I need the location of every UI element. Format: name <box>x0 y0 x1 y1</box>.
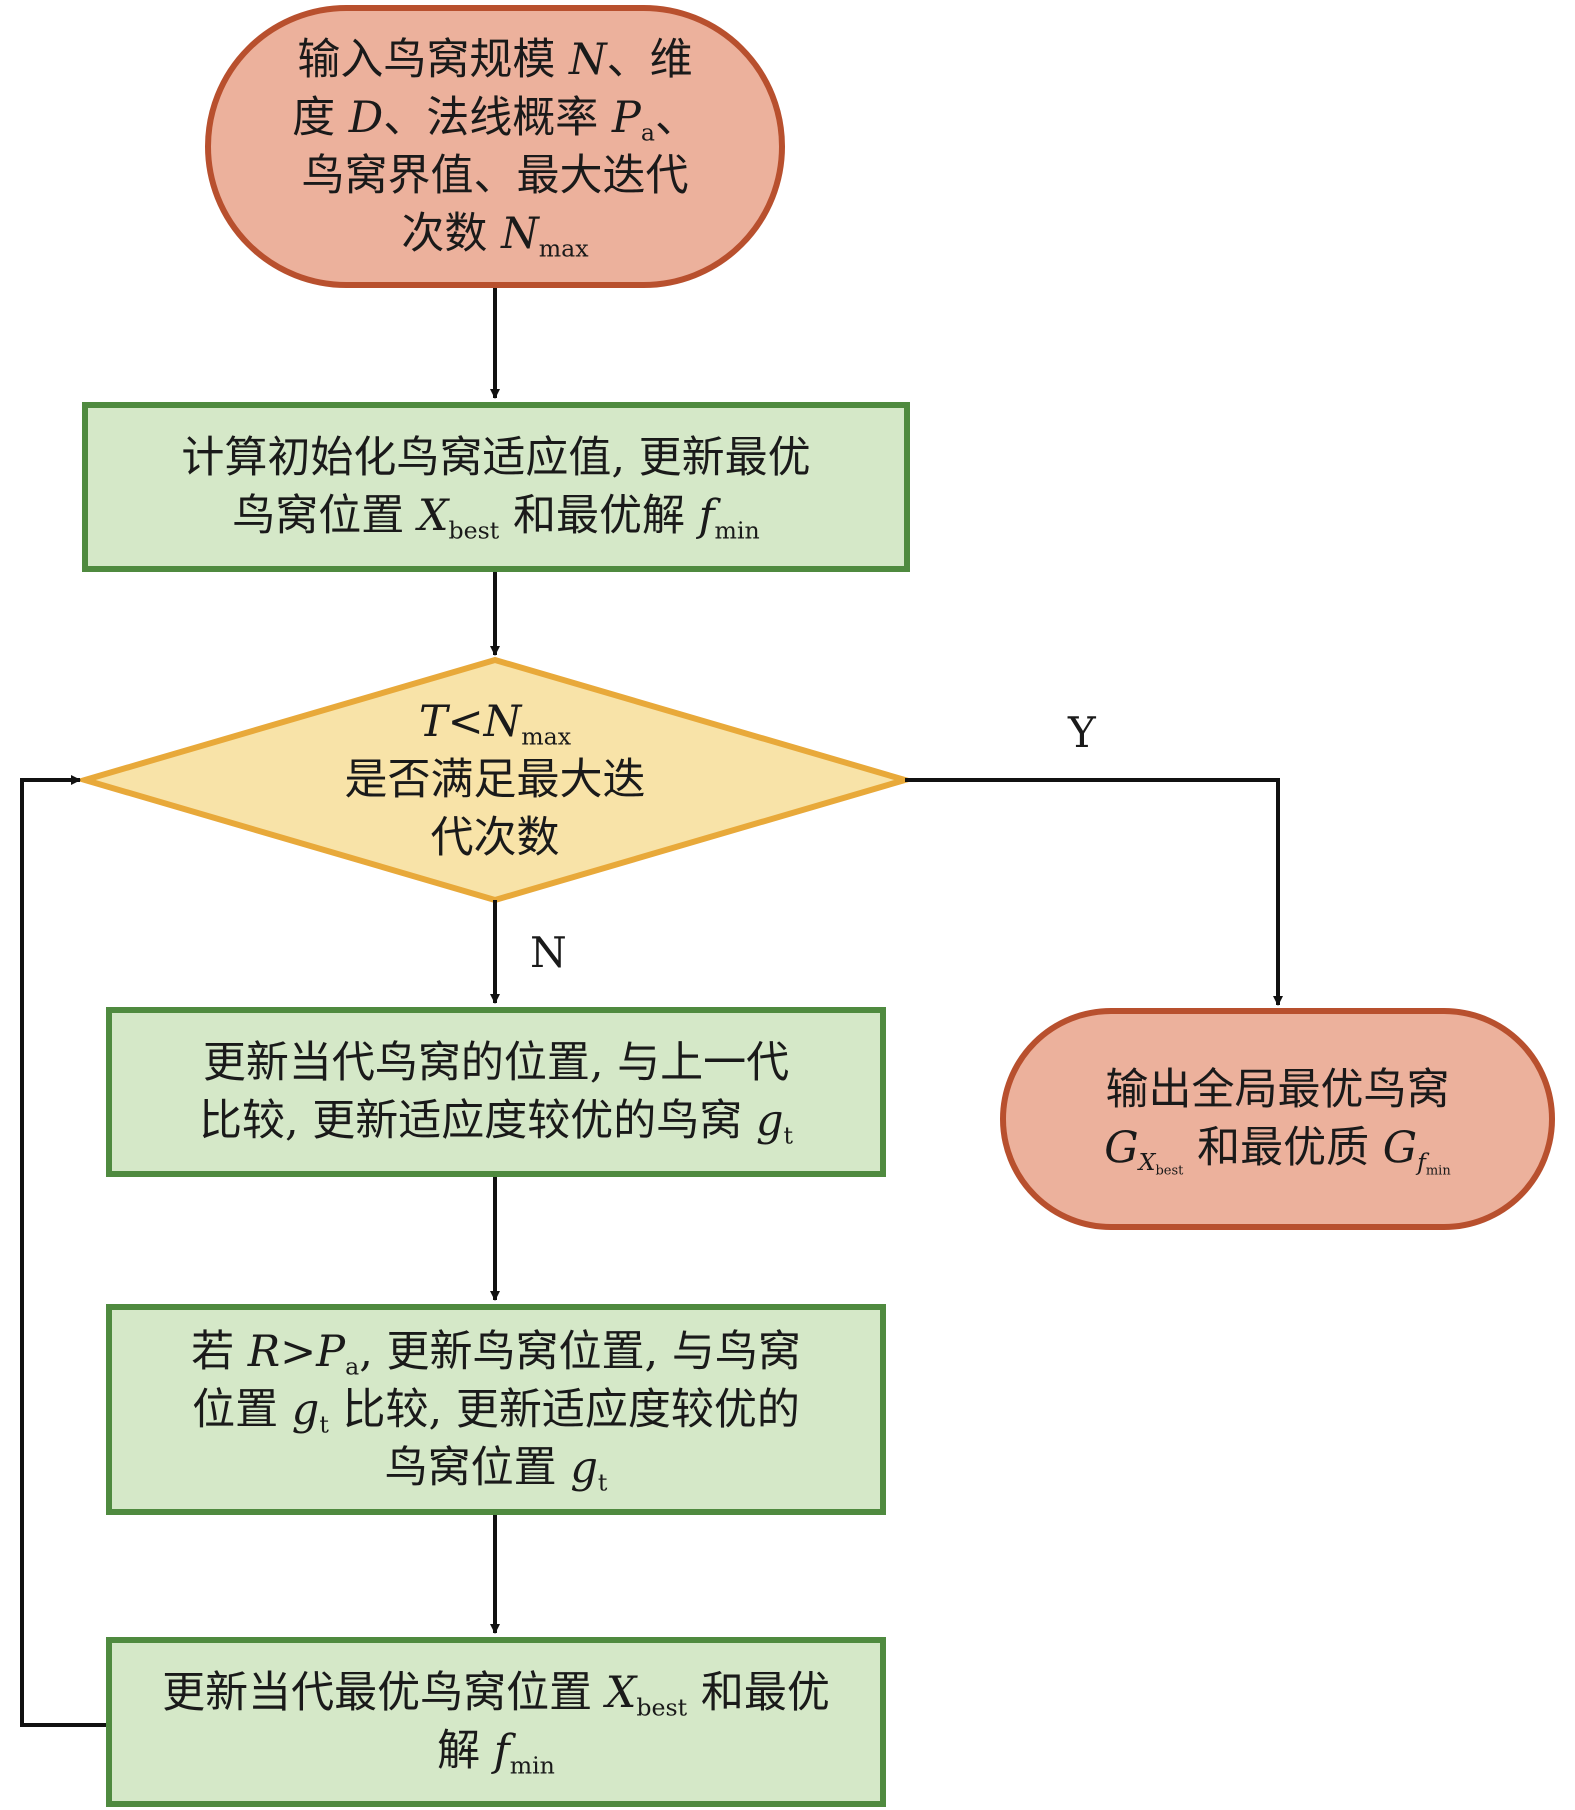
subscript-a: a <box>345 1351 360 1380</box>
subscript-min: min <box>509 1751 555 1780</box>
update-best-box: 更新当代最优鸟窝位置 Xbest 和最优 解 fmin <box>106 1637 886 1807</box>
init-line-2-mid: 和最优解 <box>499 491 699 541</box>
var-f: f <box>493 1726 510 1776</box>
update2-line-3-text: 鸟窝位置 <box>384 1442 571 1493</box>
start-line-2-mid: 、法线概率 <box>383 92 612 143</box>
var-N-max: N <box>501 208 539 259</box>
start-line-1-tail: 、维 <box>606 34 693 85</box>
var-g: g <box>291 1384 320 1435</box>
start-line-4-text: 次数 <box>401 208 502 259</box>
var-T: T <box>418 697 448 747</box>
init-line-2-text: 鸟窝位置 <box>232 491 418 541</box>
subscript-best: best <box>636 1693 688 1722</box>
subscript-min: min <box>1425 1163 1451 1179</box>
start-line-4: 次数 Nmax <box>401 205 588 263</box>
subscript-X-best: Xbest <box>1138 1148 1184 1179</box>
update2-line-3: 鸟窝位置 gt <box>385 1439 608 1497</box>
operator-less-than: < <box>447 697 484 747</box>
var-D: D <box>348 92 384 143</box>
subscript-a: a <box>640 117 655 146</box>
var-g: g <box>755 1096 784 1146</box>
update3-line-2-text: 解 <box>437 1726 494 1776</box>
var-N: N <box>483 697 522 747</box>
update1-line-2-text: 比较, 更新适应度较优的鸟窝 <box>198 1096 756 1146</box>
start-line-1: 输入鸟窝规模 N、维 <box>297 31 692 89</box>
var-P: P <box>611 92 641 143</box>
update1-line-1: 更新当代鸟窝的位置, 与上一代 <box>202 1038 790 1088</box>
subscript-best: best <box>448 516 500 545</box>
var-R: R <box>247 1326 281 1377</box>
subscript-t: t <box>597 1467 608 1496</box>
end-line-1: 输出全局最优鸟窝 <box>1105 1065 1450 1115</box>
start-line-2-tail: 、 <box>654 92 698 143</box>
update-position-box: 更新当代鸟窝的位置, 与上一代 比较, 更新适应度较优的鸟窝 gt <box>106 1007 886 1177</box>
subscript-f-min: fmin <box>1417 1148 1451 1179</box>
update3-line-1-text: 更新当代最优鸟窝位置 <box>162 1668 606 1718</box>
update2-line-1-text: 若 <box>191 1326 248 1377</box>
arrow-decision-to-end <box>905 778 1283 1006</box>
subscript-t: t <box>783 1121 794 1150</box>
arrow-loop-back <box>20 775 110 1727</box>
update2-line-1-tail: , 更新鸟窝位置, 与鸟窝 <box>359 1326 801 1377</box>
end-line-2: GXbest 和最优质 Gfmin <box>1104 1119 1451 1179</box>
update3-line-2: 解 fmin <box>437 1722 555 1780</box>
subscript-best: best <box>1155 1163 1184 1179</box>
update2-line-1: 若 R>Pa, 更新鸟窝位置, 与鸟窝 <box>191 1323 801 1381</box>
update2-line-2-tail: 比较, 更新适应度较优的 <box>328 1384 800 1435</box>
var-f: f <box>1417 1148 1426 1177</box>
var-X: X <box>1138 1148 1156 1177</box>
var-P: P <box>316 1326 346 1377</box>
end-line-2-mid: 和最优质 <box>1183 1123 1383 1173</box>
subscript-max: max <box>521 722 572 751</box>
init-line-1: 计算初始化鸟窝适应值, 更新最优 <box>181 433 811 483</box>
var-g: g <box>570 1442 598 1493</box>
start-terminal: 输入鸟窝规模 N、维 度 D、法线概率 Pa、 鸟窝界值、最大迭代 次数 Nma… <box>205 5 785 288</box>
update1-line-2: 比较, 更新适应度较优的鸟窝 gt <box>199 1092 793 1150</box>
update3-line-1: 更新当代最优鸟窝位置 Xbest 和最优 <box>162 1664 830 1722</box>
var-G: G <box>1104 1123 1139 1173</box>
decision-line-2: 是否满足最大迭 <box>344 755 646 805</box>
decision-line-3: 代次数 <box>430 813 560 863</box>
var-f: f <box>698 491 715 541</box>
var-G: G <box>1382 1123 1418 1173</box>
start-line-1-text: 输入鸟窝规模 <box>297 34 570 85</box>
init-process-box: 计算初始化鸟窝适应值, 更新最优 鸟窝位置 Xbest 和最优解 fmin <box>82 402 910 572</box>
discovery-update-box: 若 R>Pa, 更新鸟窝位置, 与鸟窝 位置 gt 比较, 更新适应度较优的 鸟… <box>106 1304 886 1515</box>
operator-greater-than: > <box>280 1326 317 1377</box>
init-line-2: 鸟窝位置 Xbest 和最优解 fmin <box>232 487 760 545</box>
start-line-3: 鸟窝界值、最大迭代 <box>301 150 689 201</box>
branch-label-yes: Y <box>1068 708 1096 757</box>
update3-line-1-tail: 和最优 <box>687 1668 830 1718</box>
start-line-2: 度 D、法线概率 Pa、 <box>292 89 698 147</box>
decision-text: T<Nmax 是否满足最大迭 代次数 <box>245 690 745 870</box>
update2-line-2: 位置 gt 比较, 更新适应度较优的 <box>192 1381 800 1439</box>
update2-line-2-text: 位置 <box>192 1384 292 1435</box>
subscript-max: max <box>538 233 589 262</box>
subscript-min: min <box>714 516 760 545</box>
var-N: N <box>569 34 607 85</box>
subscript-t: t <box>319 1409 329 1438</box>
branch-label-no: N <box>530 928 567 977</box>
decision-line-1: T<Nmax <box>419 693 571 751</box>
var-X: X <box>417 491 449 541</box>
end-terminal: 输出全局最优鸟窝 GXbest 和最优质 Gfmin <box>1000 1008 1555 1230</box>
var-X: X <box>605 1668 637 1718</box>
start-line-2-text: 度 <box>292 92 349 143</box>
